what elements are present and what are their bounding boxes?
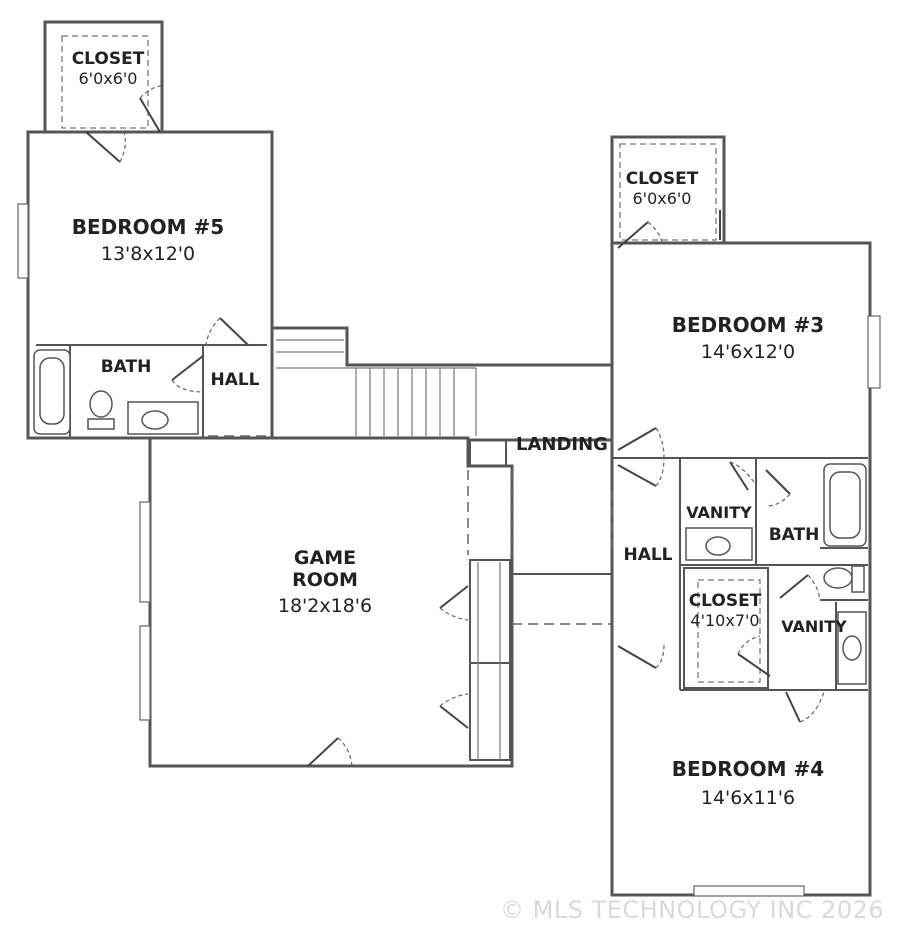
sink-lower-vanity <box>837 611 867 685</box>
sink-left <box>127 401 199 435</box>
bedroom-4-dimensions: 14'6x11'6 <box>701 787 795 809</box>
game-room-label-line1: GAME <box>294 547 356 569</box>
doors <box>85 85 825 767</box>
hall-right-label: HALL <box>623 545 672 565</box>
game-room-walls <box>148 436 612 768</box>
closet-middle-right-label: CLOSET <box>689 591 762 611</box>
hall-left-label: HALL <box>210 370 259 390</box>
bath-left-label: BATH <box>101 357 152 377</box>
vanity-upper-label: VANITY <box>686 503 752 522</box>
bedroom-3-label: BEDROOM #3 <box>672 313 824 337</box>
closet-upper-right-label: CLOSET <box>626 169 699 189</box>
window <box>17 203 29 279</box>
sink-upper-vanity <box>685 527 753 561</box>
bedroom-5-dimensions: 13'8x12'0 <box>101 243 195 265</box>
bathtub-right <box>823 463 867 547</box>
bedroom-5-label: BEDROOM #5 <box>72 215 224 239</box>
window <box>693 885 805 897</box>
bedroom-3-dimensions: 14'6x12'0 <box>701 341 795 363</box>
closet-upper-left-dimensions: 6'0x6'0 <box>79 69 138 88</box>
toilet-left <box>87 390 115 430</box>
closet-upper-right-dimensions: 6'0x6'0 <box>633 189 692 208</box>
staircase <box>276 339 477 436</box>
bath-right-label: BATH <box>769 525 820 545</box>
bathtub-left <box>33 349 71 435</box>
closet-upper-left-label: CLOSET <box>72 49 145 69</box>
right-wing-walls <box>610 135 872 897</box>
window <box>139 625 151 721</box>
vanity-lower-label: VANITY <box>781 617 847 636</box>
landing-label: LANDING <box>516 434 608 455</box>
closet-middle-right-dimensions: 4'10x7'0 <box>690 611 759 630</box>
toilet-right <box>823 565 865 593</box>
window <box>139 501 151 603</box>
window <box>867 315 881 389</box>
bedroom-4-label: BEDROOM #4 <box>672 757 824 781</box>
game-room-dimensions: 18'2x18'6 <box>278 595 372 617</box>
copyright-watermark: © MLS TECHNOLOGY INC 2026 <box>500 896 885 924</box>
game-room-label-line2: ROOM <box>292 569 358 591</box>
